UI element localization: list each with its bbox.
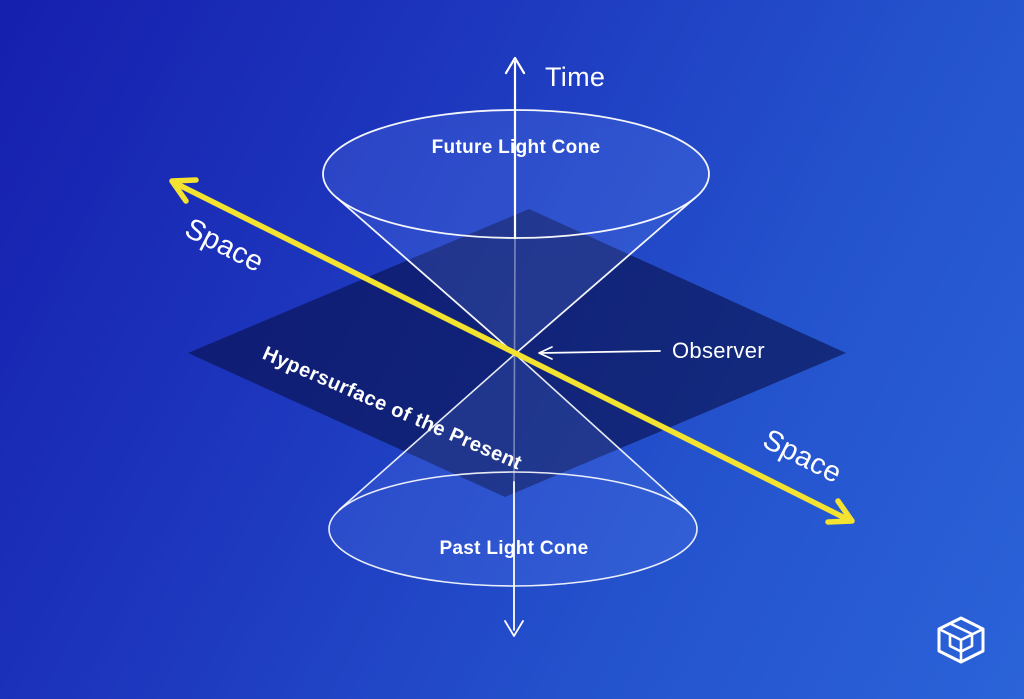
brand-logo-icon xyxy=(937,616,985,664)
past-cone-fill xyxy=(329,354,697,586)
past-light-cone-label: Past Light Cone xyxy=(439,538,589,559)
past-cone-outline xyxy=(328,353,698,587)
time-axis-label: Time xyxy=(545,62,606,92)
future-light-cone-label: Future Light Cone xyxy=(431,137,601,158)
time-axis-arrow xyxy=(504,56,526,637)
observer-arrow xyxy=(538,346,661,360)
space-axis-arrow xyxy=(169,177,855,525)
observer-label: Observer xyxy=(672,338,765,363)
